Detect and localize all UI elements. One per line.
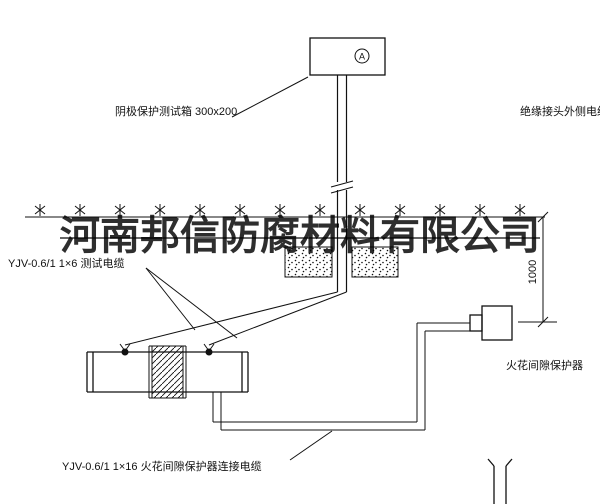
- test-box-label: 阴极保护测试箱 300x200: [115, 104, 237, 118]
- connect-cable-label: YJV-0.6/1 1×16 火花间隙保护器连接电缆: [62, 459, 262, 473]
- cathodic-test-box: [309, 37, 386, 76]
- spark-gap-protector: [469, 305, 513, 341]
- weld-point-left: [119, 343, 131, 356]
- concrete-block-left: [284, 246, 333, 278]
- test-cable-label: YJV-0.6/1 1×6 测试电缆: [8, 257, 124, 270]
- spark-gap-cable: [212, 322, 470, 431]
- connect-cable-leader-line: [289, 430, 333, 461]
- test-cable-leader-lines: [145, 267, 238, 339]
- spark-gap-label: 火花间隙保护器: [506, 358, 583, 372]
- clamp-symbol: [487, 458, 513, 504]
- concrete-block-right: [351, 246, 399, 278]
- test-box-leader-line: [231, 76, 309, 118]
- conduit-riser: [336, 75, 348, 292]
- insulating-flange: [148, 345, 187, 399]
- test-cables: [124, 291, 347, 346]
- ground-hatch-marks: [34, 203, 526, 217]
- pipe-break-symbol: [330, 180, 354, 194]
- dimension-line: [518, 211, 557, 328]
- ammeter-symbol: A: [359, 52, 365, 62]
- outer-cable-label: 绝缘接头外侧电缆: [520, 104, 600, 118]
- weld-point-right: [203, 343, 215, 356]
- dimension-value: 1000: [527, 260, 539, 284]
